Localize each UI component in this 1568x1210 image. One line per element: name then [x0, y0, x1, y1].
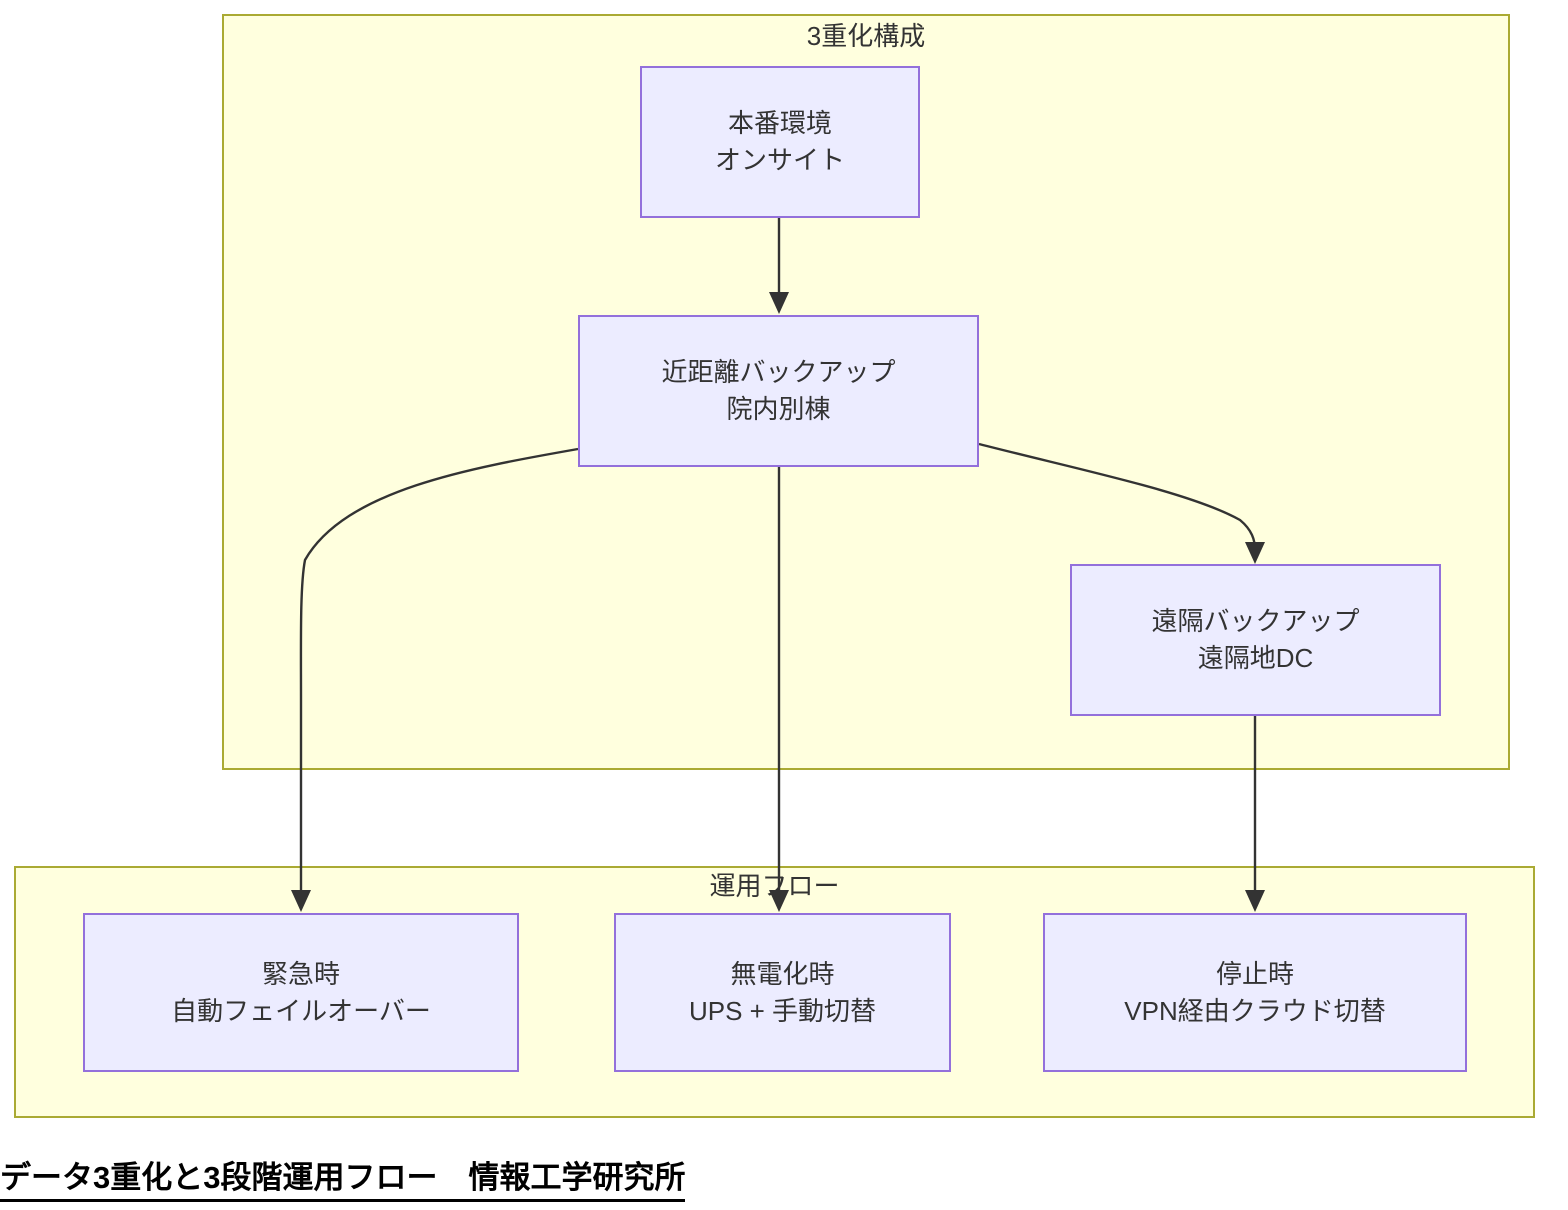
node-outage-line2: VPN経由クラウド切替 [1124, 995, 1386, 1026]
diagram-caption-text: データ3重化と3段階運用フロー 情報工学研究所 [0, 1152, 686, 1202]
node-outage-line1: 停止時 [1215, 958, 1294, 989]
node-emergency[interactable]: 緊急時 自動フェイルオーバー [83, 913, 519, 1072]
node-emergency-line1: 緊急時 [261, 958, 340, 989]
node-near-backup[interactable]: 近距離バックアップ 院内別棟 [578, 315, 979, 467]
node-power-loss-line1: 無電化時 [730, 958, 835, 989]
node-production[interactable]: 本番環境 オンサイト [640, 66, 920, 218]
node-remote-backup-line2: 遠隔地DC [1197, 643, 1314, 673]
diagram-caption: データ3重化と3段階運用フロー 情報工学研究所 [0, 1152, 1568, 1202]
node-power-loss-line2: UPS + 手動切替 [688, 995, 877, 1026]
node-outage[interactable]: 停止時 VPN経由クラウド切替 [1043, 913, 1467, 1072]
cluster-operation-flow-label: 運用フロー [709, 871, 840, 901]
node-remote-backup-line1: 遠隔バックアップ [1151, 606, 1360, 637]
cluster-triplication-label: 3重化構成 [806, 21, 926, 51]
node-near-backup-line2: 院内別棟 [726, 394, 831, 424]
node-production-line2: オンサイト [714, 145, 845, 175]
node-remote-backup[interactable]: 遠隔バックアップ 遠隔地DC [1070, 564, 1441, 716]
node-power-loss[interactable]: 無電化時 UPS + 手動切替 [614, 913, 951, 1072]
node-emergency-line2: 自動フェイルオーバー [171, 995, 431, 1026]
node-near-backup-line1: 近距離バックアップ [661, 357, 896, 388]
node-production-line1: 本番環境 [727, 108, 832, 139]
